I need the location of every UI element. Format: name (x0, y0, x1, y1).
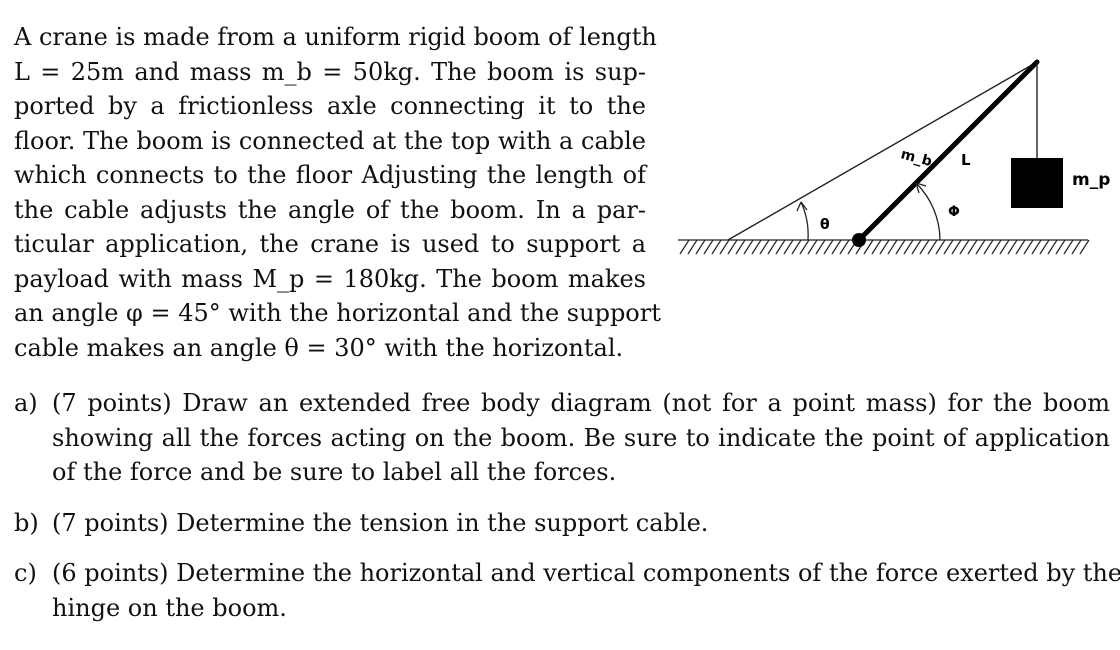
question-label: b) (14, 508, 39, 537)
payload-mass-label: m_p (1072, 170, 1110, 190)
hatch-mark (991, 239, 1002, 255)
intro-line: payload with mass M_p = 180kg. The boom … (14, 264, 646, 293)
hatch-mark (1055, 239, 1066, 255)
hatch-mark (807, 239, 818, 255)
payload-block (1011, 158, 1063, 208)
phi-arc (915, 182, 941, 241)
hatch-mark (839, 239, 850, 255)
intro-line: cable makes an angle θ = 30° with the ho… (14, 333, 624, 362)
hatch-mark (879, 239, 890, 255)
hatch-marks (679, 239, 1090, 255)
hinge-axle (852, 233, 866, 247)
hatch-mark (887, 239, 898, 255)
hatch-mark (743, 239, 754, 255)
hatch-mark (935, 239, 946, 255)
hatch-mark (711, 239, 722, 255)
boom-mass-label: m_b (899, 146, 934, 170)
hatch-mark (815, 239, 826, 255)
hatch-mark (1023, 239, 1034, 255)
hatch-mark (791, 239, 802, 255)
question-list: a) (7 points) Draw an extended free body… (14, 386, 1120, 641)
hatch-mark (759, 239, 770, 255)
hatch-mark (951, 239, 962, 255)
hatch-mark (799, 239, 810, 255)
floor-hatching (678, 239, 1090, 255)
hatch-mark (1015, 239, 1026, 255)
hatch-mark (831, 239, 842, 255)
intro-line: floor. The boom is connected at the top … (14, 126, 646, 155)
question-line: (7 points) Draw an extended free body di… (52, 389, 1110, 417)
hatch-mark (687, 239, 698, 255)
hatch-mark (703, 239, 714, 255)
hatch-mark (919, 239, 930, 255)
hatch-mark (1031, 239, 1042, 255)
question-label: c) (14, 559, 37, 587)
question-line: (6 points) Determine the horizontal and … (52, 559, 1120, 587)
intro-line: L = 25m and mass m_b = 50kg. The boom is… (14, 57, 646, 86)
hatch-mark (967, 239, 978, 255)
hatch-mark (679, 239, 690, 255)
hatch-mark (695, 239, 706, 255)
intro-line: ported by a frictionless axle connecting… (14, 92, 646, 120)
phi-arrowhead (915, 182, 927, 194)
hatch-mark (895, 239, 906, 255)
hatch-mark (943, 239, 954, 255)
hatch-mark (911, 239, 922, 255)
hatch-mark (767, 239, 778, 255)
hatch-mark (783, 239, 794, 255)
hatch-mark (1007, 239, 1018, 255)
support-cable (727, 61, 1038, 241)
intro-line: ticular application, the crane is used t… (14, 230, 646, 258)
crane-diagram: m_b L m_p θ Φ (678, 59, 1110, 255)
question-line: of the force and be sure to label all th… (52, 458, 617, 486)
length-label: L (961, 151, 971, 169)
intro-line: the cable adjusts the angle of the boom.… (14, 195, 646, 224)
hatch-mark (927, 239, 938, 255)
hatch-mark (863, 239, 874, 255)
intro-line: which connects to the floor Adjusting th… (14, 161, 646, 189)
question-line: hinge on the boom. (52, 593, 287, 622)
hatch-mark (983, 239, 994, 255)
intro-line: A crane is made from a uniform rigid boo… (14, 23, 657, 51)
hatch-mark (1039, 239, 1050, 255)
hatch-mark (871, 239, 882, 255)
hatch-mark (719, 239, 730, 255)
question-line: showing all the forces acting on the boo… (52, 423, 1110, 452)
hatch-mark (727, 239, 738, 255)
question-a: a) (7 points) Draw an extended free body… (14, 386, 1110, 490)
problem-statement: A crane is made from a uniform rigid boo… (14, 20, 661, 365)
hatch-mark (823, 239, 834, 255)
question-b: b) (7 points) Determine the tension in t… (14, 506, 1110, 541)
hatch-mark (999, 239, 1010, 255)
hatch-mark (1047, 239, 1058, 255)
question-label: a) (14, 389, 38, 417)
phi-label: Φ (948, 204, 960, 220)
theta-label: θ (820, 217, 830, 233)
hatch-mark (751, 239, 762, 255)
boom (856, 59, 1040, 243)
hatch-mark (975, 239, 986, 255)
hatch-mark (1063, 239, 1074, 255)
hatch-mark (903, 239, 914, 255)
hatch-mark (959, 239, 970, 255)
question-line: (7 points) Determine the tension in the … (52, 508, 709, 537)
theta-arrowhead (796, 201, 808, 212)
hatch-mark (1071, 239, 1082, 255)
hatch-mark (775, 239, 786, 255)
intro-line: an angle φ = 45° with the horizontal and… (14, 299, 661, 327)
hatch-mark (735, 239, 746, 255)
question-c: c) (6 points) Determine the horizontal a… (14, 556, 1120, 625)
hatch-mark (1079, 239, 1090, 255)
